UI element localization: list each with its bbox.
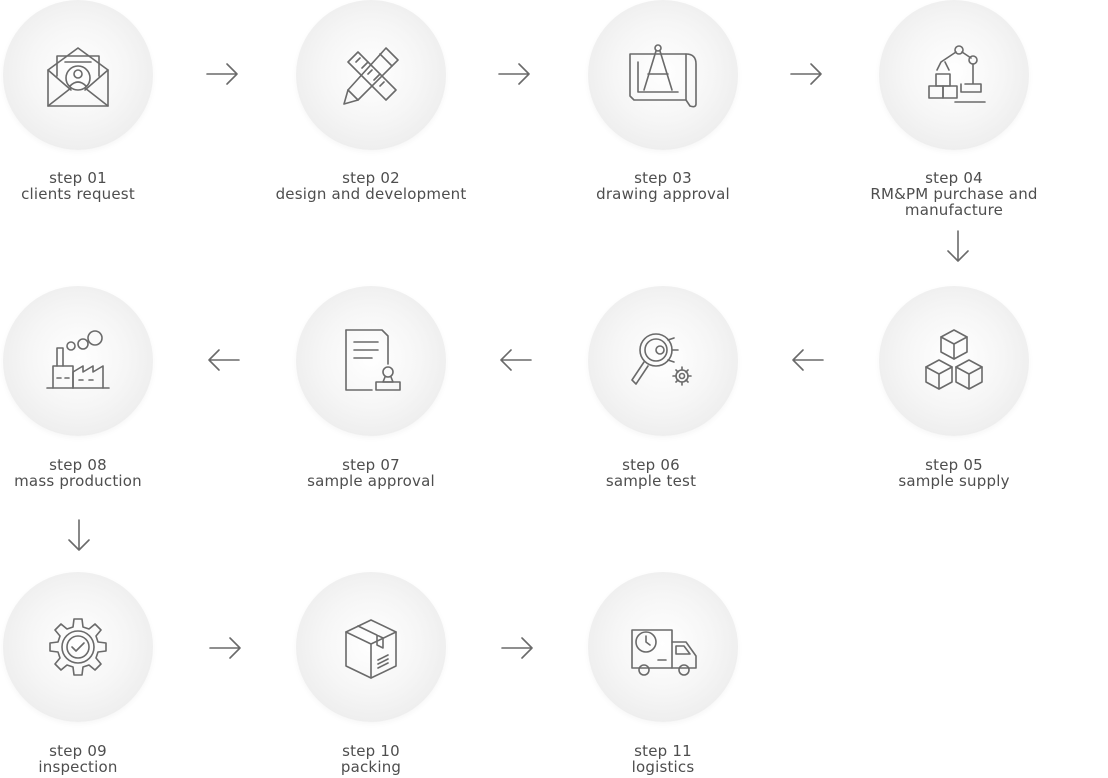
step-title: logistics	[631, 758, 695, 776]
arrow-right-icon	[498, 628, 538, 668]
step-04-label: step 04 RM&PM purchase and manufacture	[834, 170, 1074, 218]
step-06-circle	[588, 286, 738, 436]
step-11-circle	[588, 572, 738, 722]
step-number: step 07	[342, 456, 400, 474]
magnifier-gear-icon	[631, 333, 692, 386]
step-06-label: step 06 sample test	[531, 457, 771, 489]
delivery-truck-icon	[631, 629, 697, 676]
arrow-left-icon	[787, 340, 827, 380]
step-number: step 06	[622, 456, 680, 474]
step-title: sample approval	[307, 472, 435, 490]
step-07-circle	[296, 286, 446, 436]
step-10-circle	[296, 572, 446, 722]
step-09-circle	[3, 572, 153, 722]
arrow-right-icon	[787, 54, 827, 94]
step-05-label: step 05 sample supply	[834, 457, 1074, 489]
document-stamp-icon	[345, 329, 401, 391]
step-number: step 01	[49, 169, 107, 187]
step-title: drawing approval	[596, 185, 730, 203]
step-04-circle	[879, 0, 1029, 150]
step-08-circle	[3, 286, 153, 436]
step-02-label: step 02 design and development	[251, 170, 491, 202]
step-number: step 10	[342, 742, 400, 760]
step-02-circle	[296, 0, 446, 150]
step-title: sample supply	[898, 472, 1010, 490]
step-08-label: step 08 mass production	[0, 457, 198, 489]
cubes-icon	[925, 329, 983, 390]
step-title: design and development	[275, 185, 467, 203]
step-number: step 02	[342, 169, 400, 187]
step-title: inspection	[38, 758, 118, 776]
arrow-right-icon	[495, 54, 535, 94]
step-title: clients request	[21, 185, 135, 203]
arrow-down-icon	[938, 227, 978, 267]
step-01-label: step 01 clients request	[0, 170, 198, 202]
step-number: step 08	[49, 456, 107, 474]
step-title: mass production	[14, 472, 142, 490]
arrow-down-icon	[59, 516, 99, 556]
robotic-arm-icon	[928, 45, 986, 103]
arrow-right-icon	[206, 628, 246, 668]
factory-icon	[46, 330, 110, 389]
step-09-label: step 09 inspection	[0, 743, 198, 775]
blueprint-compass-icon	[629, 44, 697, 108]
arrow-left-icon	[203, 340, 243, 380]
step-title: sample test	[605, 472, 697, 490]
gear-check-icon	[49, 618, 107, 676]
step-title: packing	[340, 758, 402, 776]
step-number: step 09	[49, 742, 107, 760]
arrow-left-icon	[495, 340, 535, 380]
pencil-ruler-icon	[343, 47, 399, 105]
step-10-label: step 10 packing	[251, 743, 491, 775]
envelope-user-icon	[47, 47, 109, 107]
step-03-label: step 03 drawing approval	[543, 170, 783, 202]
step-05-circle	[879, 286, 1029, 436]
step-11-label: step 11 logistics	[543, 743, 783, 775]
step-number: step 04	[925, 169, 983, 187]
step-title: RM&PM purchase and manufacture	[870, 185, 1038, 219]
step-number: step 11	[634, 742, 692, 760]
package-box-icon	[345, 619, 397, 679]
step-01-circle	[3, 0, 153, 150]
arrow-right-icon	[203, 54, 243, 94]
step-number: step 05	[925, 456, 983, 474]
step-07-label: step 07 sample approval	[251, 457, 491, 489]
step-03-circle	[588, 0, 738, 150]
step-number: step 03	[634, 169, 692, 187]
